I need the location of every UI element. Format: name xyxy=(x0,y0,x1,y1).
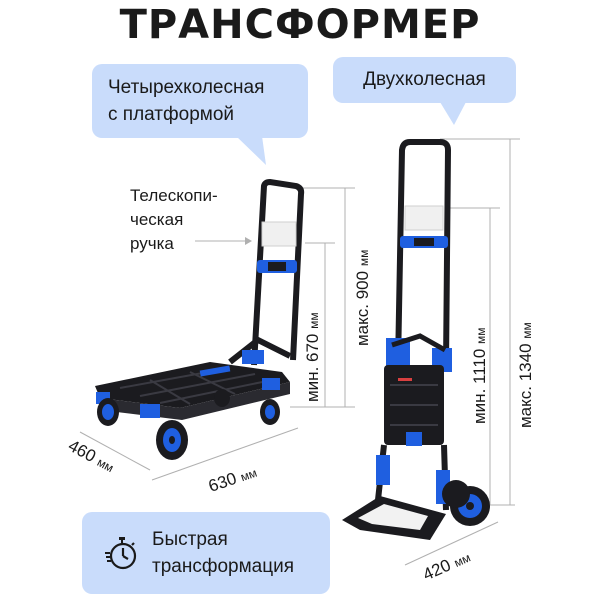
telescopic-handle-label: Телескопи- ческая ручка xyxy=(130,184,218,256)
quick-transform-line2: трансформация xyxy=(152,556,295,577)
four-wheel-mode-line2: с платформой xyxy=(108,104,235,125)
dim-max-height-four-wheel: макс. 900 мм xyxy=(353,249,372,346)
two-wheel-mode-label: Двухколесная xyxy=(363,69,486,90)
quick-transform-text: Быстрая трансформация xyxy=(152,526,294,580)
handle-label-line3: ручка xyxy=(130,234,174,253)
dim-min-height-four-wheel: мин. 670 мм xyxy=(303,312,322,402)
dimension-lines xyxy=(79,138,520,566)
four-wheel-mode-bubble: Четырехколесная с платформой xyxy=(92,64,308,138)
handle-label-line1: Телескопи- xyxy=(130,186,218,205)
four-wheel-trolley xyxy=(95,178,305,460)
stopwatch-icon xyxy=(105,537,137,570)
four-wheel-mode-line1: Четырехколесная xyxy=(108,77,265,98)
two-wheel-mode-bubble: Двухколесная xyxy=(333,57,516,103)
quick-transform-bubble: Быстрая трансформация xyxy=(82,512,330,594)
handle-label-line2: ческая xyxy=(130,210,184,229)
dim-min-height-two-wheel: мин. 1110 мм xyxy=(470,327,489,424)
two-wheel-trolley xyxy=(342,139,490,540)
page-title: ТРАНСФОРМЕР xyxy=(119,2,481,48)
quick-transform-line1: Быстрая xyxy=(152,529,228,550)
dim-max-height-two-wheel: макс. 1340 мм xyxy=(516,322,535,428)
